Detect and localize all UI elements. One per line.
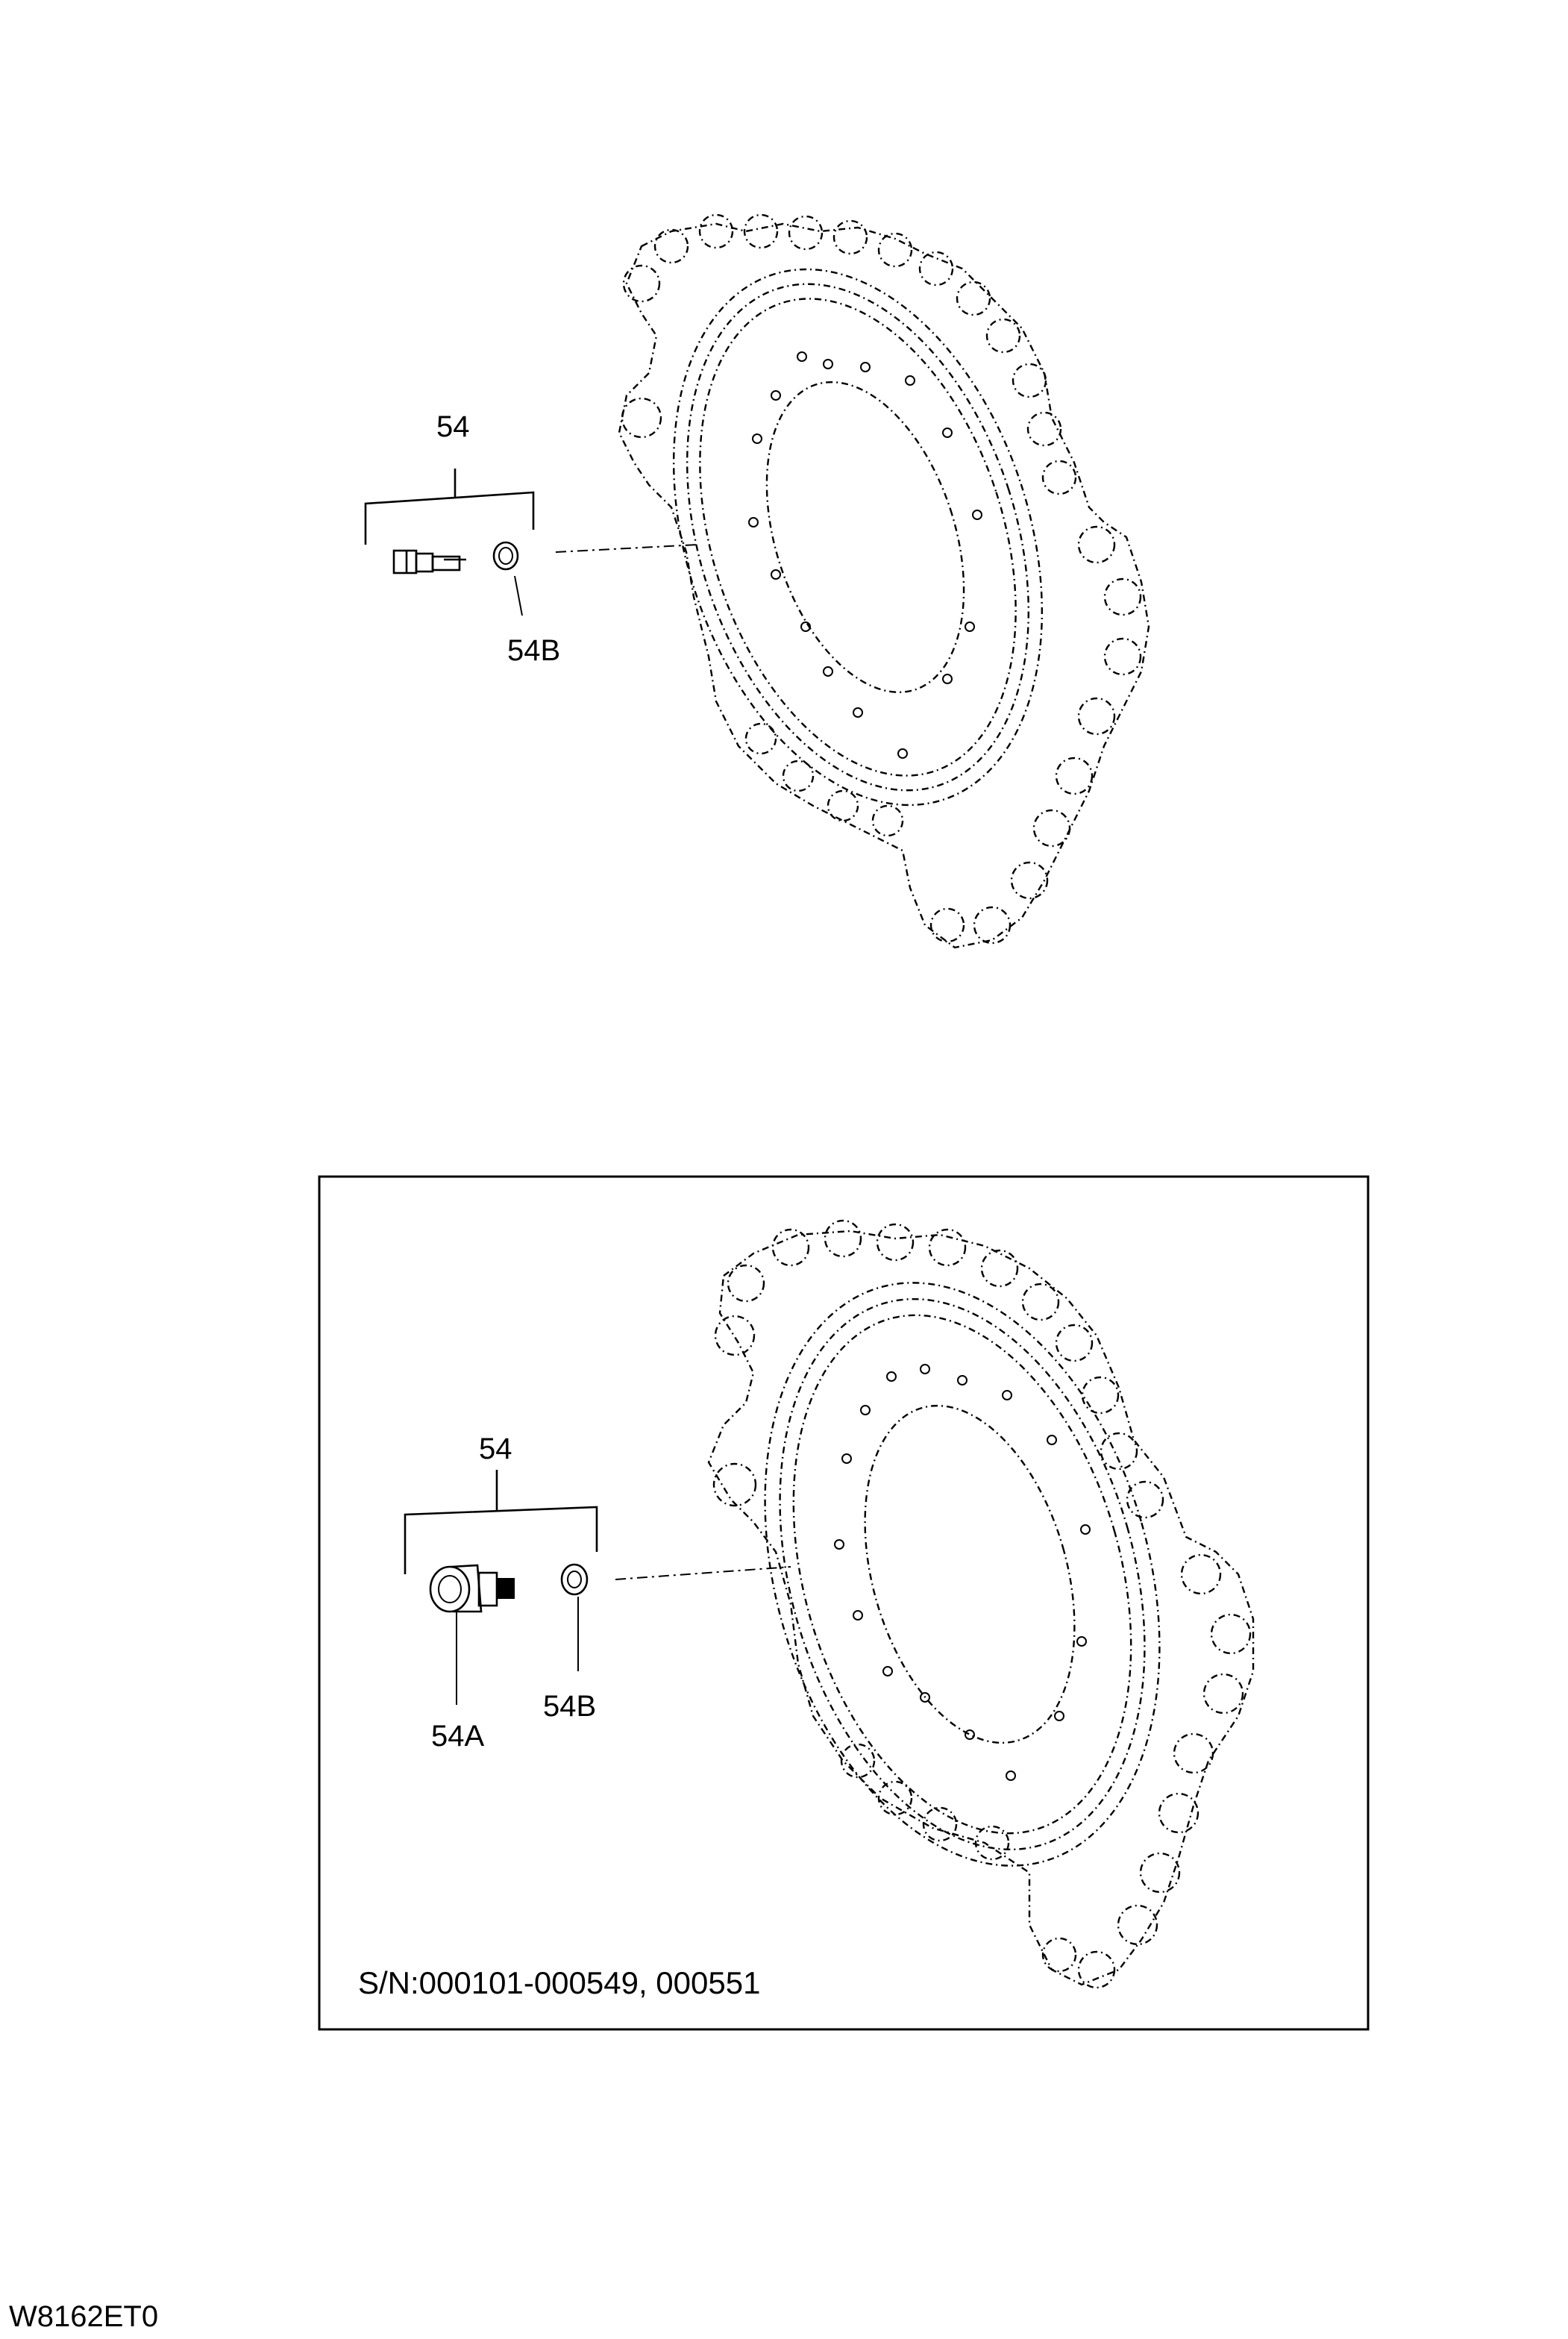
inset-assembly-label: 54 bbox=[479, 1432, 512, 1465]
inset-view: 54 54A 54B S/N:000101-000549, 000551 bbox=[318, 1175, 1370, 2031]
top-housing-drawing bbox=[618, 213, 1150, 949]
inset-housing-drawing bbox=[707, 1219, 1255, 1989]
top-washer-part bbox=[492, 541, 519, 571]
figure-code: W8162ET0 bbox=[9, 2300, 158, 2333]
inset-sensor-label: 54A bbox=[431, 1720, 484, 1753]
top-assembly-bracket bbox=[364, 491, 535, 545]
top-washer-label: 54B bbox=[507, 634, 560, 667]
serial-number-note: S/N:000101-000549, 000551 bbox=[358, 1965, 760, 2000]
inset-frame bbox=[318, 1175, 1370, 2031]
inset-washer-label: 54B bbox=[543, 1690, 596, 1723]
top-view: 54 54B bbox=[364, 213, 1150, 949]
inset-sensor-part bbox=[429, 1564, 515, 1613]
top-assembly-label: 54 bbox=[436, 410, 470, 443]
inset-washer-part bbox=[560, 1563, 589, 1596]
top-sensor-part bbox=[392, 549, 466, 574]
inset-assembly-bracket bbox=[404, 1506, 598, 1574]
